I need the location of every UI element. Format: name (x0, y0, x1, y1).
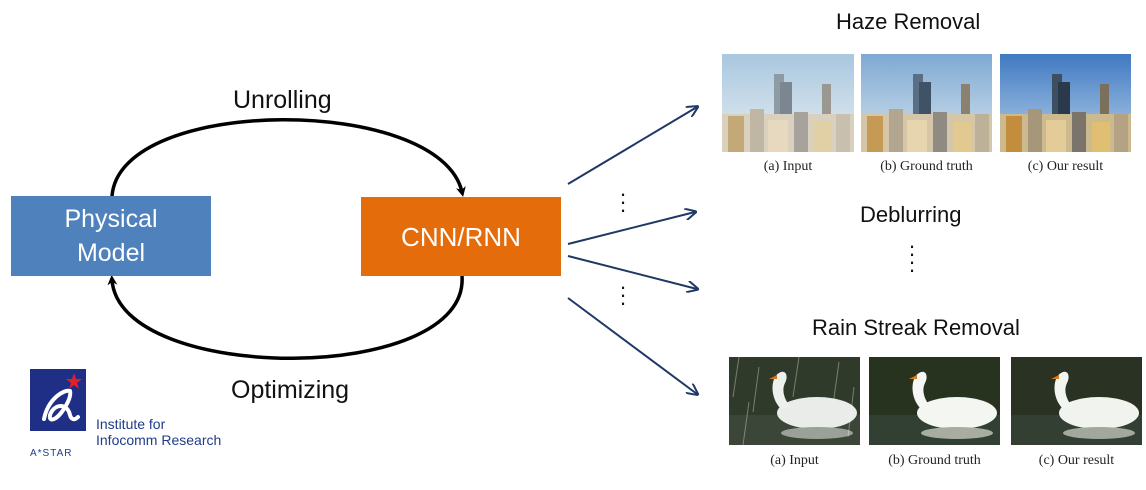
rain-input-image (729, 357, 860, 445)
haze-caption-input: (a) Input (763, 159, 813, 174)
haze-removal-title: Haze Removal (836, 9, 981, 34)
cnn-rnn-box: CNN/RNN (361, 197, 561, 276)
astar-logo (30, 369, 86, 444)
rain-streak-removal-title: Rain Streak Removal (812, 315, 1020, 340)
optimizing-label: Optimizing (231, 376, 350, 404)
ellipsis-lower: ··· (619, 274, 627, 315)
logo-line2: Infocomm Research (96, 432, 222, 448)
arrow-to-deblurring (567, 212, 695, 245)
haze-result-image (1000, 54, 1131, 152)
logo-line1: Institute for (96, 416, 166, 432)
haze-input-image (722, 54, 854, 152)
arrow-to-rain (567, 297, 697, 394)
physical-model-box: Physical Model (11, 196, 211, 276)
cnn-rnn-label: CNN/RNN (401, 221, 521, 252)
haze-caption-result: (c) Our result (1027, 159, 1104, 174)
physical-model-label: Physical Model (64, 205, 158, 267)
rain-ground-truth-image (869, 357, 1000, 445)
rain-result-image (1011, 357, 1142, 445)
rain-caption-result: (c) Our result (1038, 453, 1115, 468)
unrolling-arrow (110, 118, 466, 197)
rain-caption-input: (a) Input (770, 453, 819, 468)
astar-wordmark: A*STAR (30, 448, 73, 459)
ellipsis-more-tasks: ···· (908, 233, 916, 282)
optimizing-arrow (107, 275, 464, 360)
ellipsis-upper: ··· (619, 181, 627, 222)
arrow-to-haze (567, 107, 697, 185)
haze-ground-truth-image (861, 54, 992, 152)
unrolling-label: Unrolling (233, 86, 332, 114)
arrow-to-other (567, 255, 697, 289)
rain-caption-ground-truth: (b) Ground truth (888, 453, 981, 468)
haze-caption-ground-truth: (b) Ground truth (880, 159, 973, 174)
deblurring-title: Deblurring (860, 202, 962, 227)
